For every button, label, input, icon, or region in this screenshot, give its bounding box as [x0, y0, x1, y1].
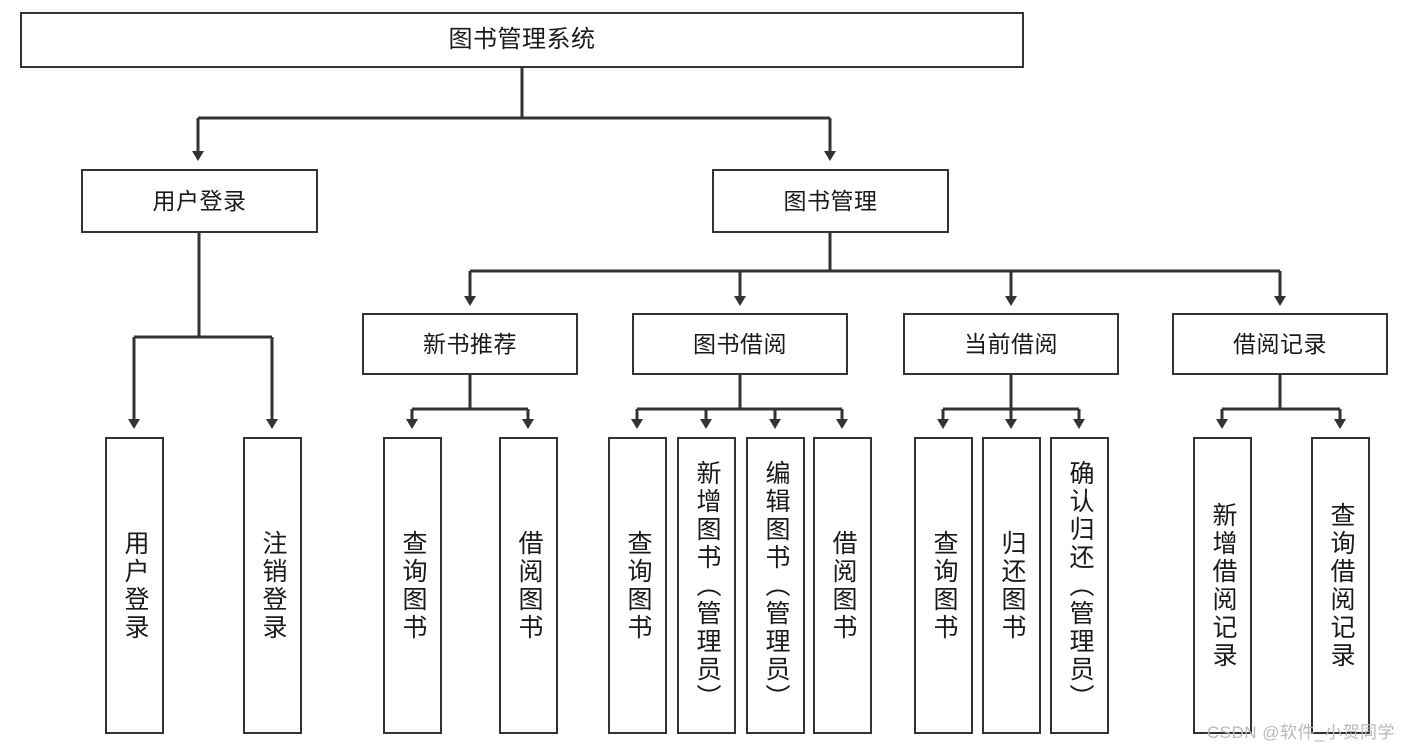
- leaf-current-confirm-return[interactable]: 确认归还（管理员）: [1050, 437, 1109, 734]
- node-label: 编辑图书（管理员）: [762, 459, 790, 712]
- node-label: 图书管理: [783, 187, 878, 214]
- leaf-new-book-borrow[interactable]: 借阅图书: [499, 437, 558, 734]
- node-root-system[interactable]: 图书管理系统: [20, 12, 1024, 68]
- node-label: 图书管理系统: [448, 26, 596, 54]
- node-label: 新增借阅记录: [1209, 501, 1237, 670]
- leaf-record-add[interactable]: 新增借阅记录: [1193, 437, 1252, 734]
- node-label: 归还图书: [998, 529, 1026, 642]
- leaf-borrow-query-book[interactable]: 查询图书: [608, 437, 667, 734]
- leaf-record-query[interactable]: 查询借阅记录: [1311, 437, 1370, 734]
- node-label: 新书推荐: [423, 330, 517, 357]
- node-label: 图书借阅: [693, 330, 787, 357]
- node-label: 当前借阅: [964, 330, 1058, 357]
- node-user-login[interactable]: 用户登录: [81, 169, 318, 233]
- leaf-borrow-edit-book[interactable]: 编辑图书（管理员）: [746, 437, 805, 734]
- node-label: 用户登录: [121, 529, 149, 642]
- node-label: 注销登录: [259, 529, 287, 642]
- leaf-current-query-book[interactable]: 查询图书: [914, 437, 973, 734]
- node-label: 新增图书（管理员）: [693, 459, 721, 712]
- node-book-management[interactable]: 图书管理: [712, 169, 949, 233]
- node-label: 查询图书: [930, 529, 958, 642]
- node-label: 查询借阅记录: [1327, 501, 1355, 670]
- node-label: 查询图书: [399, 529, 427, 642]
- node-label: 确认归还（管理员）: [1066, 459, 1094, 712]
- leaf-current-return-book[interactable]: 归还图书: [982, 437, 1041, 734]
- node-book-borrow[interactable]: 图书借阅: [632, 313, 848, 375]
- node-label: 借阅图书: [829, 529, 857, 642]
- node-current-borrow[interactable]: 当前借阅: [903, 313, 1119, 375]
- leaf-user-login-signout[interactable]: 注销登录: [243, 437, 302, 734]
- node-label: 借阅图书: [515, 529, 543, 642]
- node-label: 用户登录: [152, 187, 247, 214]
- node-new-book-recommend[interactable]: 新书推荐: [362, 313, 578, 375]
- leaf-user-login-signin[interactable]: 用户登录: [105, 437, 164, 734]
- leaf-borrow-borrow-book[interactable]: 借阅图书: [813, 437, 872, 734]
- node-borrow-record[interactable]: 借阅记录: [1172, 313, 1388, 375]
- watermark-text: CSDN @软件_小贺同学: [1206, 723, 1395, 742]
- node-label: 查询图书: [624, 529, 652, 642]
- leaf-new-book-query[interactable]: 查询图书: [383, 437, 442, 734]
- leaf-borrow-add-book[interactable]: 新增图书（管理员）: [677, 437, 736, 734]
- node-label: 借阅记录: [1233, 330, 1327, 357]
